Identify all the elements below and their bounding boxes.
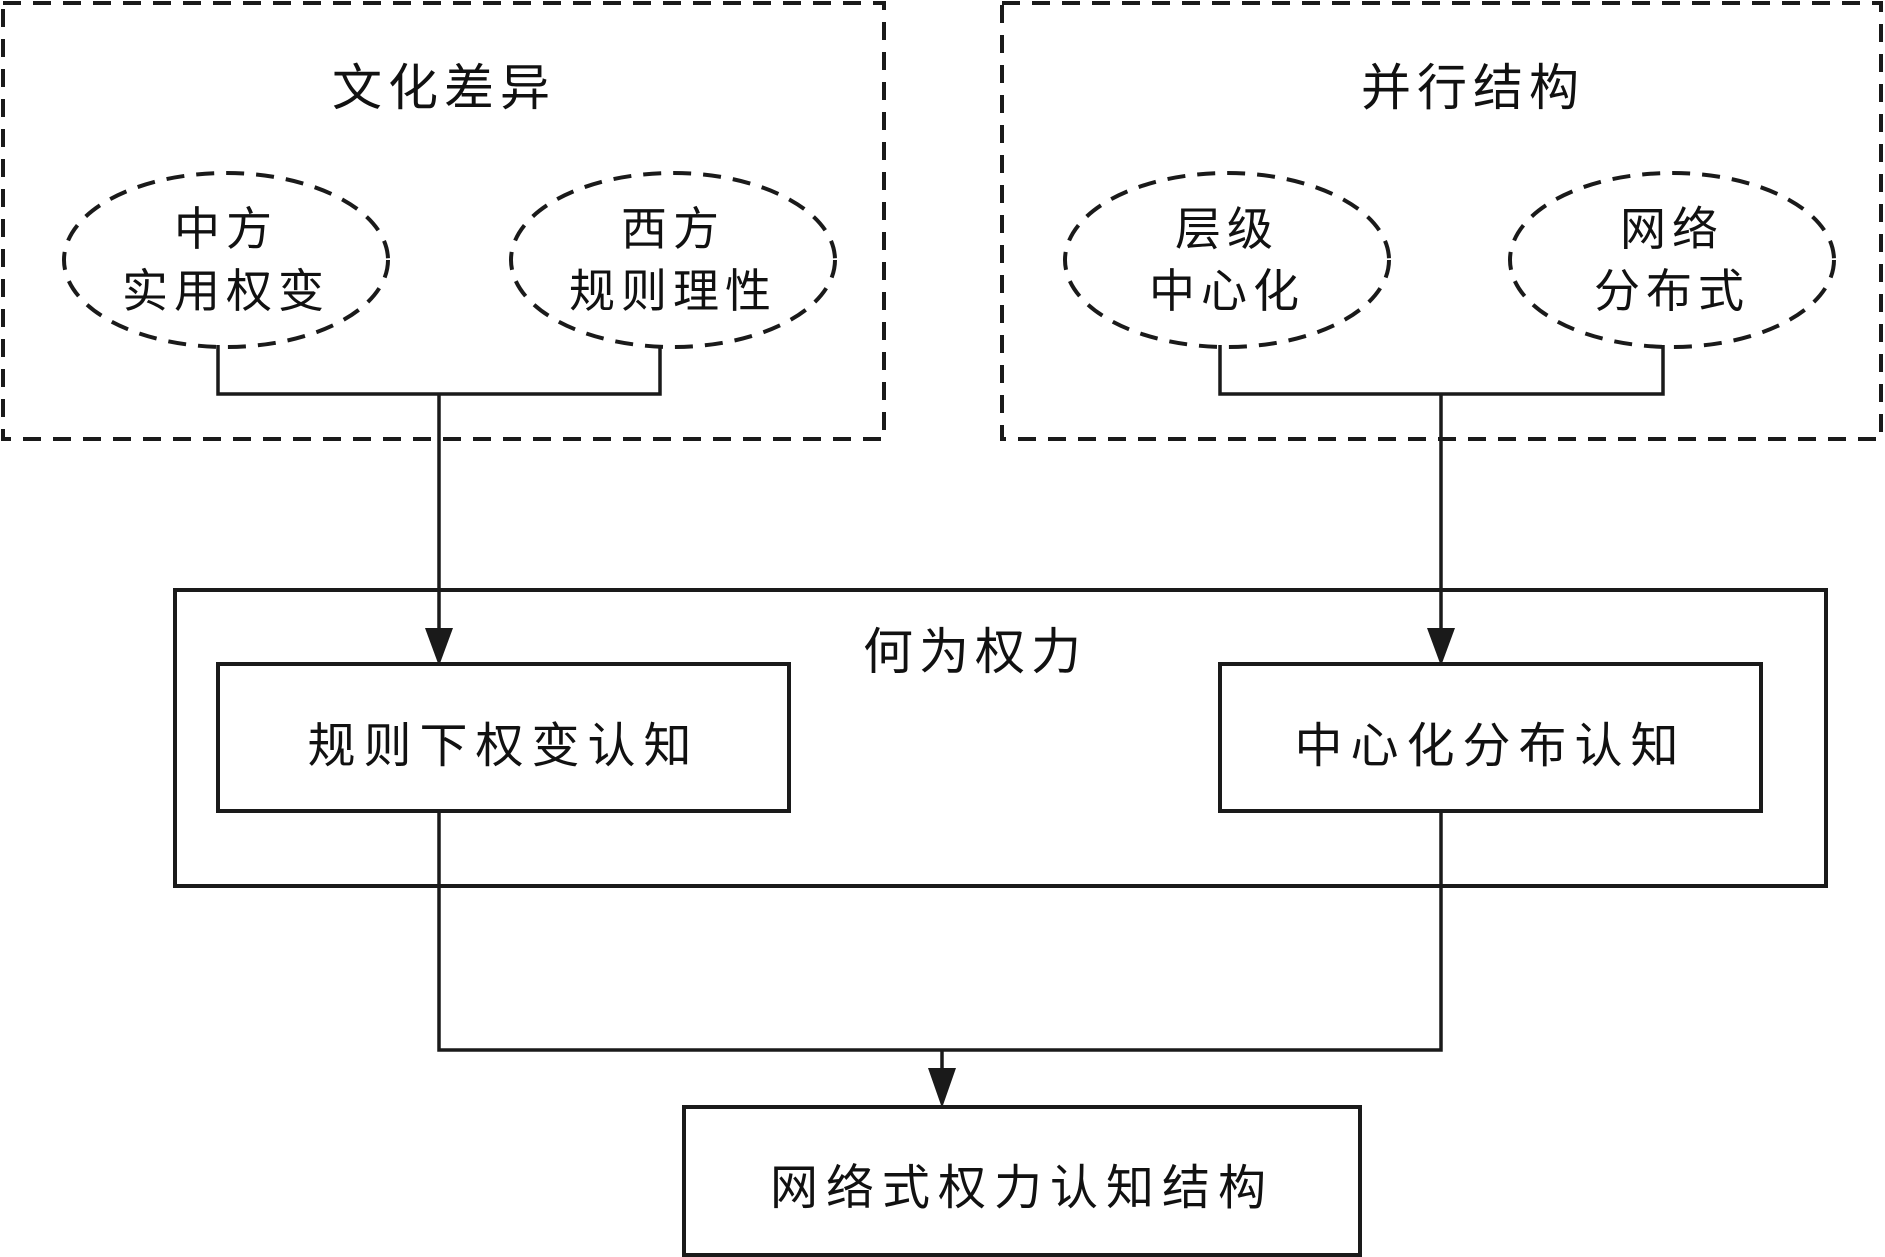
connector-parallel-bracket xyxy=(1218,345,1665,396)
ellipse-network xyxy=(1508,171,1836,349)
node-network-line2: 分布式 xyxy=(1594,264,1750,318)
ellipse-chinese xyxy=(62,171,390,349)
node-chinese: 中方 实用权变 xyxy=(76,198,376,322)
connector-culture-bracket xyxy=(216,345,662,396)
node-hierarchy-line2: 中心化 xyxy=(1149,264,1305,318)
box-central-distribution xyxy=(1218,662,1763,813)
group-title-parallel: 并行结构 xyxy=(1361,59,1585,117)
box-result xyxy=(682,1105,1362,1257)
result-label: 网络式权力认知结构 xyxy=(769,1160,1274,1216)
arrowhead-right xyxy=(1427,628,1455,666)
node-hierarchy-line1: 层级 xyxy=(1175,202,1279,256)
node-chinese-line1: 中方 xyxy=(174,202,278,256)
arrowhead-left xyxy=(425,628,453,666)
node-hierarchy: 层级 中心化 xyxy=(1077,198,1377,322)
node-western-line1: 西方 xyxy=(621,202,725,256)
node-western-line2: 规则理性 xyxy=(569,264,777,318)
middle-title: 何为权力 xyxy=(863,623,1087,681)
node-western: 西方 规则理性 xyxy=(523,198,823,322)
node-network: 网络 分布式 xyxy=(1522,198,1822,322)
connector-join xyxy=(437,811,1443,1052)
group-box-culture xyxy=(1,1,886,441)
node-chinese-line2: 实用权变 xyxy=(122,264,330,318)
group-title-culture: 文化差异 xyxy=(332,59,556,117)
middle-left-label: 规则下权变认知 xyxy=(307,718,700,774)
middle-right-label: 中心化分布认知 xyxy=(1294,718,1687,774)
arrowhead-bottom xyxy=(928,1068,956,1108)
ellipse-hierarchy xyxy=(1063,171,1391,349)
node-network-line1: 网络 xyxy=(1620,202,1724,256)
ellipse-western xyxy=(509,171,837,349)
box-rule-adaptation xyxy=(216,662,791,813)
middle-box xyxy=(173,588,1828,888)
